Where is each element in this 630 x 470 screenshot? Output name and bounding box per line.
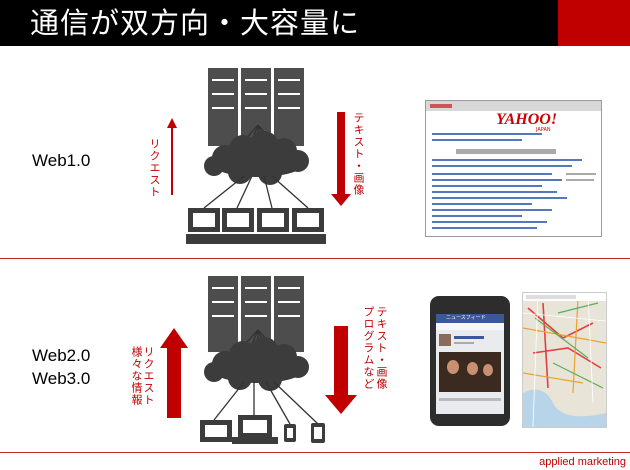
smartphone-screenshot: ニュースフィード — [430, 296, 510, 426]
request-arrow-icon-2 — [160, 328, 188, 418]
slide-title: 通信が双方向・大容量に — [30, 6, 361, 40]
response-label-2b: プログラムなど — [362, 306, 375, 390]
title-bar: 通信が双方向・大容量に — [0, 0, 558, 46]
response-arrow-icon — [331, 112, 351, 206]
request-label-2a: リクエスト — [142, 346, 155, 406]
section-divider — [0, 258, 630, 259]
footer-divider — [0, 452, 630, 453]
request-label-1: リクエスト — [148, 138, 161, 198]
response-arrow-icon-2 — [325, 326, 357, 414]
yahoo-logo-sub: JAPAN — [536, 127, 551, 133]
facebook-bar-text: ニュースフィード — [446, 315, 486, 321]
web3-label: Web3.0 — [32, 369, 91, 388]
yahoo-logo: YAHOO! — [496, 111, 558, 128]
yahoo-screenshot: YAHOO! JAPAN — [425, 100, 602, 237]
response-label-1: テキスト・画像 — [352, 112, 365, 196]
title-accent-block — [558, 0, 630, 46]
cloud-icon-2 — [204, 337, 309, 391]
request-label-2b: 様々な情報 — [130, 346, 143, 406]
request-arrow-icon — [167, 118, 177, 195]
web2-label: Web2.0 — [32, 346, 91, 365]
response-label-2a: テキスト・画像 — [375, 306, 388, 390]
map-screenshot — [522, 292, 607, 428]
web1-label: Web1.0 — [32, 151, 91, 170]
terminal-icon — [186, 208, 326, 244]
footer-brand: applied marketing — [539, 456, 626, 468]
